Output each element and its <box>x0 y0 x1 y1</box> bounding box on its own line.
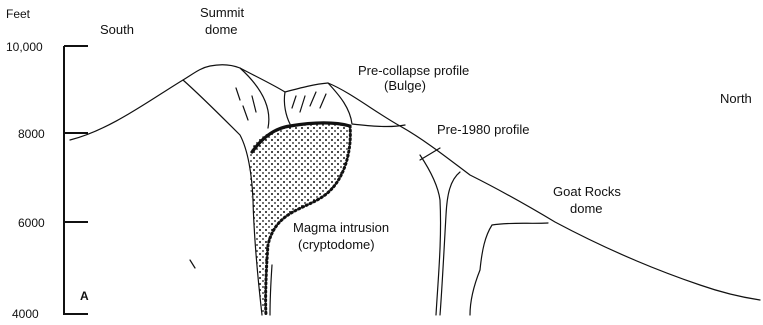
small-mark <box>190 260 195 268</box>
magma-intrusion-fill <box>249 123 350 315</box>
magma-label-2: (cryptodome) <box>298 237 375 252</box>
pre-1980-inner-line <box>440 172 460 315</box>
summit-dome-hachures <box>236 88 326 120</box>
pre-collapse-label-2: (Bulge) <box>384 78 426 93</box>
conduit-right <box>270 265 272 315</box>
summit-dome-lobe <box>284 92 290 124</box>
pre-collapse-label-1: Pre-collapse profile <box>358 63 469 78</box>
unit-label: Feet <box>6 7 31 21</box>
summit-dome-left-flank <box>183 80 262 315</box>
panel-label: A <box>80 289 89 303</box>
pre-1980-leader <box>420 148 440 160</box>
tick-label-4000: 4000 <box>12 307 39 320</box>
goat-rocks-label-2: dome <box>570 201 603 216</box>
goat-rocks-label-1: Goat Rocks <box>553 184 621 199</box>
summit-dome-label-1: Summit <box>200 5 244 20</box>
magma-label-1: Magma intrusion <box>293 220 389 235</box>
pre-1980-profile <box>420 155 441 315</box>
pre-collapse-profile <box>70 65 760 300</box>
tick-label-8000: 8000 <box>18 127 45 141</box>
south-label: South <box>100 22 134 37</box>
tick-label-6000: 6000 <box>18 216 45 230</box>
goat-rocks-dome <box>480 223 548 270</box>
north-label: North <box>720 91 752 106</box>
pre-1980-label: Pre-1980 profile <box>437 122 530 137</box>
summit-dome-right <box>240 68 269 128</box>
goat-rocks-conduit <box>470 270 480 315</box>
tick-label-10000: 10,000 <box>6 40 43 54</box>
summit-dome-label-2: dome <box>205 22 238 37</box>
